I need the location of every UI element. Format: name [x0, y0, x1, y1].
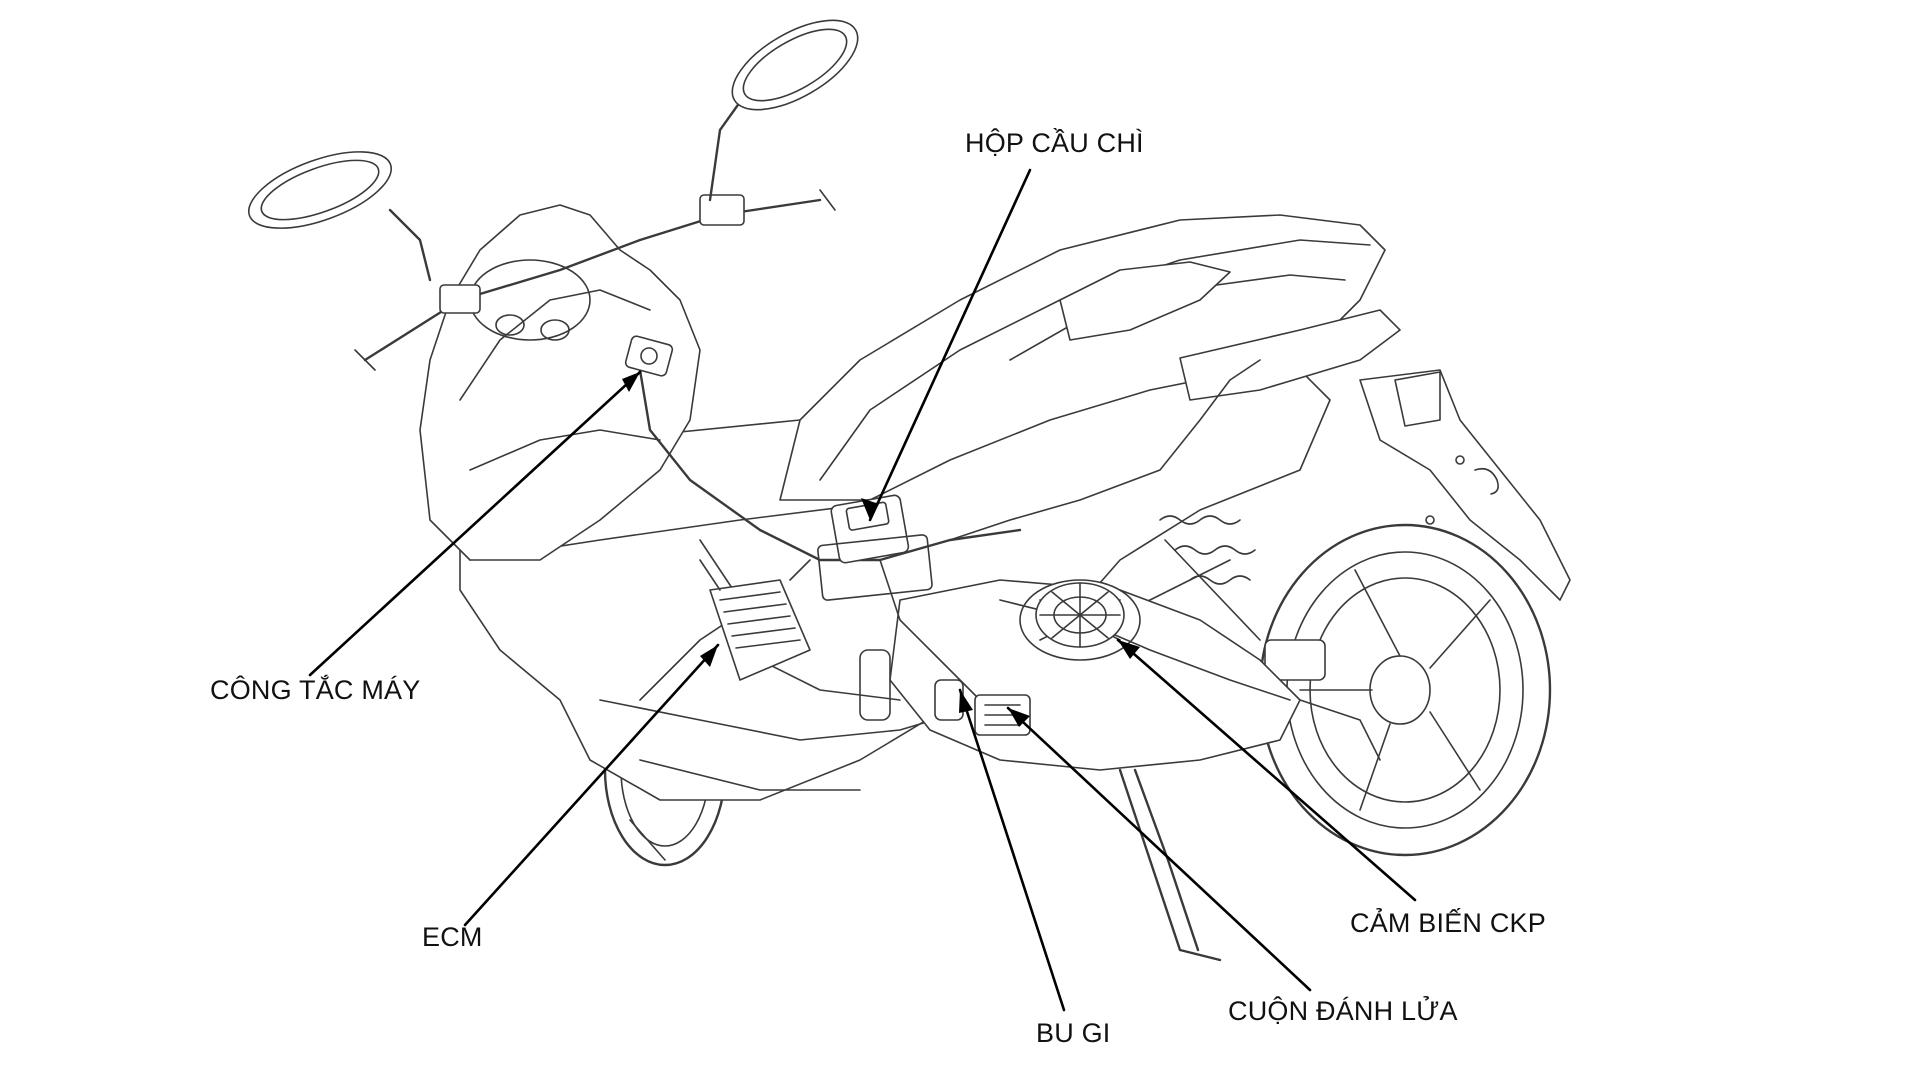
rear-shock — [1159, 515, 1326, 681]
handlebar — [354, 189, 836, 371]
leader-fuse-box — [868, 168, 1032, 522]
ignition-switch-part — [624, 335, 674, 377]
rear-fender — [1359, 369, 1571, 601]
leader-ignition-switch — [308, 370, 642, 677]
mirrors — [247, 19, 859, 282]
leader-lines — [308, 168, 1417, 1012]
leader-ignition-coil — [1006, 706, 1312, 992]
rear-wheel — [1258, 523, 1552, 857]
leader-spark-plug — [958, 688, 1066, 1012]
fuse-box-part — [817, 494, 933, 601]
ignition-switch-label: CÔNG TẮC MÁY — [210, 675, 421, 705]
spark-plug-label: BU GI — [1036, 1018, 1111, 1048]
leader-ckp-sensor — [1116, 638, 1417, 902]
ignition-coil-part — [859, 649, 1031, 736]
leader-ecm — [463, 643, 720, 927]
ecm-part — [699, 559, 811, 681]
ecm-label: ECM — [422, 922, 483, 952]
fuse-box-label: HỘP CẦU CHÌ — [965, 128, 1144, 158]
ckp-sensor-part — [1035, 582, 1125, 648]
ignition-coil-label: CUỘN ĐÁNH LỬA — [1228, 996, 1458, 1026]
side-stand — [1118, 768, 1222, 962]
ckp-sensor-label: CẢM BIẾN CKP — [1350, 908, 1546, 938]
